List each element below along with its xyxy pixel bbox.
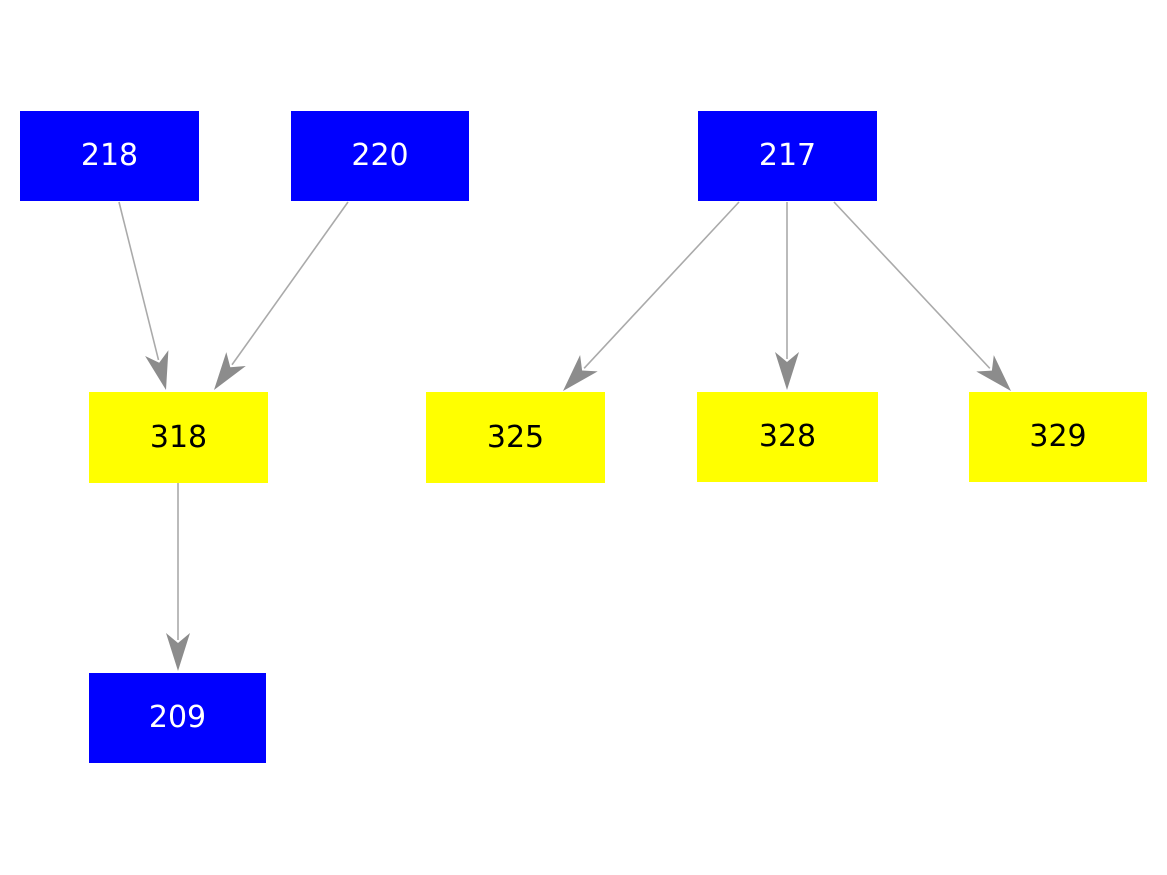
edge-line-218-to-318 xyxy=(118,201,160,361)
arrowhead-icon-217-to-329 xyxy=(976,355,1011,391)
graph-node-209: 209 xyxy=(89,673,266,763)
edge-line-220-to-318 xyxy=(231,201,349,366)
edge-line-217-to-325 xyxy=(583,201,740,369)
node-label: 329 xyxy=(1029,419,1087,454)
graph-node-329: 329 xyxy=(969,392,1147,482)
graph-node-220: 220 xyxy=(291,111,469,201)
node-label: 325 xyxy=(486,419,545,455)
node-label: 220 xyxy=(351,138,409,173)
graph-node-318: 318 xyxy=(89,392,268,483)
arrowhead-icon-217-to-325 xyxy=(563,355,598,391)
arrowhead-icon-218-to-318 xyxy=(145,350,169,390)
arrowhead-icon-217-to-328 xyxy=(775,352,799,390)
node-label: 328 xyxy=(758,419,817,454)
edge-line-217-to-329 xyxy=(833,201,991,369)
graph-node-218: 218 xyxy=(20,111,199,201)
node-label: 318 xyxy=(149,419,208,455)
graph-node-325: 325 xyxy=(426,392,605,483)
graph-node-217: 217 xyxy=(698,111,877,201)
arrowhead-icon-318-to-209 xyxy=(166,633,190,671)
arrowhead-icon-220-to-318 xyxy=(214,352,246,390)
node-label: 209 xyxy=(148,700,207,735)
graph-node-328: 328 xyxy=(697,392,878,482)
node-label: 217 xyxy=(758,138,817,173)
node-label: 218 xyxy=(80,138,139,173)
